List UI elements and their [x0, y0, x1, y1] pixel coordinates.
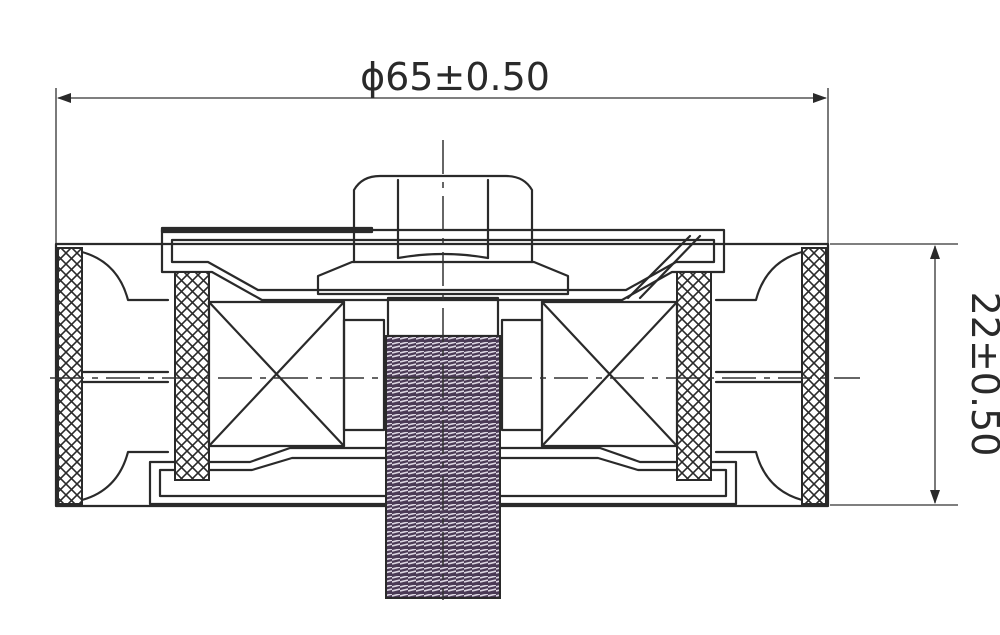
hub-rings [174, 271, 712, 481]
pulley-rim [54, 242, 830, 508]
height-label: 22±0.50 [963, 292, 1000, 457]
diameter-dimension: ϕ65±0.50 [57, 55, 827, 103]
lower-cover [148, 446, 738, 506]
height-dimension: 22±0.50 [930, 245, 1000, 504]
bearing [207, 300, 679, 448]
center-lines [50, 140, 860, 600]
extension-lines [55, 88, 958, 506]
diameter-label: ϕ65±0.50 [360, 55, 550, 99]
